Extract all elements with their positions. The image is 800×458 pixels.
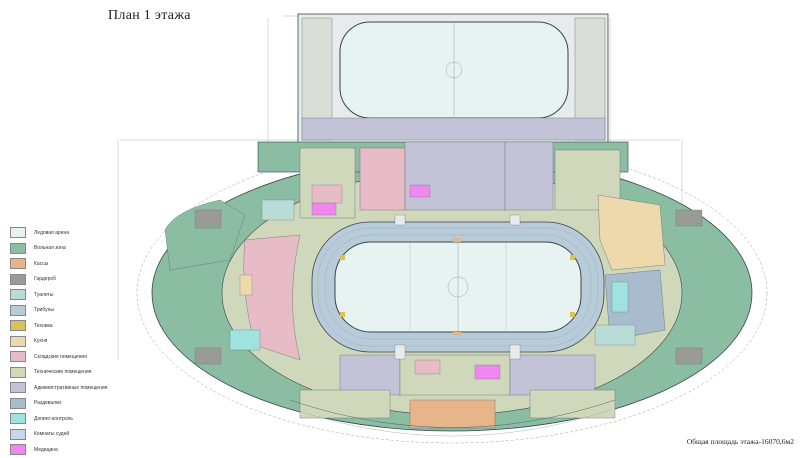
legend-label: Туалеты: [34, 291, 54, 298]
legend-swatch: [10, 397, 26, 409]
legend-swatch: [10, 351, 26, 363]
plan-title: План 1 этажа: [108, 8, 191, 23]
legend-label: Раздевалки: [34, 400, 62, 407]
legend-label: Кассы: [34, 260, 49, 267]
legend-item: Раздевалки: [10, 396, 130, 412]
legend-swatch: [10, 304, 26, 316]
legend-swatch: [10, 428, 26, 440]
legend-item: Административные помещения: [10, 380, 130, 396]
kitchen-right: [597, 194, 666, 271]
legend-label: Допинг-контроль: [34, 415, 74, 422]
legend-item: Трибуны: [10, 303, 130, 319]
legend-swatch: [10, 258, 26, 270]
legend-item: Кухня: [10, 334, 130, 350]
legend-label: Трибуны: [34, 307, 54, 314]
legend-item: Гардероб: [10, 272, 130, 288]
legend-label: Ледовая арена: [34, 229, 70, 236]
legend-label: Кухня: [34, 338, 48, 345]
legend-item: Техника: [10, 318, 130, 334]
legend-item: Ледовая арена: [10, 225, 130, 241]
cloakroom-left-top: [194, 209, 222, 229]
legend-swatch: [10, 320, 26, 332]
legend-swatch: [10, 242, 26, 254]
legend-label: Технические помещения: [34, 369, 92, 376]
legend-item: Туалеты: [10, 287, 130, 303]
legend-label: Комнаты судей: [34, 431, 70, 438]
legend-label: Гардероб: [34, 276, 56, 283]
legend-swatch: [10, 366, 26, 378]
outer-ellipse: [136, 142, 768, 444]
medical-room: [311, 202, 337, 216]
legend-item: Кассы: [10, 256, 130, 272]
legend-item: Допинг-контроль: [10, 411, 130, 427]
legend-swatch: [10, 227, 26, 239]
legend-swatch: [10, 382, 26, 394]
legend-swatch: [10, 413, 26, 425]
rink-bottom-rooms: [301, 117, 606, 141]
legend-swatch: [10, 273, 26, 285]
legend-label: Административные помещения: [34, 384, 108, 391]
legend-item: Технические помещения: [10, 365, 130, 381]
legend-label: Вольная зона: [34, 245, 66, 252]
legend-item: Вольная зона: [10, 241, 130, 257]
total-area-label: Общая площадь этажа-16070,6м2: [686, 437, 794, 446]
cloakroom-right-bottom: [675, 347, 703, 365]
legend-label: Складские помещения: [34, 353, 87, 360]
legend-swatch: [10, 289, 26, 301]
ticket-office: [409, 399, 496, 429]
cloakroom-left-bottom: [194, 347, 222, 365]
cloakroom-right-top: [675, 209, 703, 227]
legend-swatch: [10, 335, 26, 347]
legend-label: Техника: [34, 322, 53, 329]
legend-item: Складские помещения: [10, 349, 130, 365]
legend-item: Комнаты судей: [10, 427, 130, 443]
